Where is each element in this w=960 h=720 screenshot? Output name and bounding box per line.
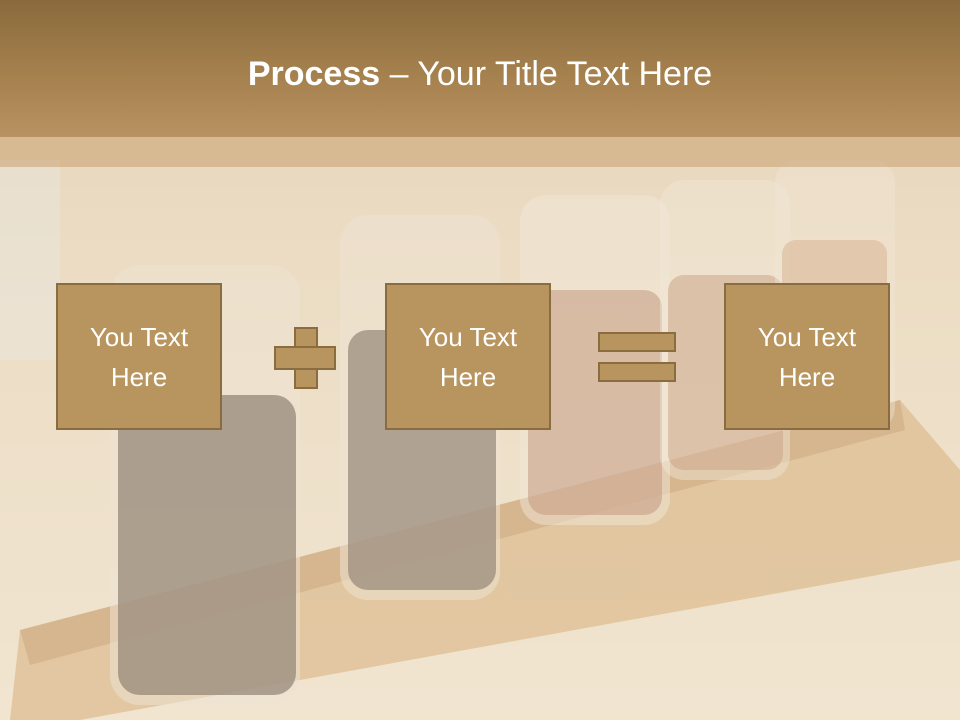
- equals-icon-top: [598, 332, 676, 352]
- title-band-shadow: [0, 137, 960, 167]
- process-box-2[interactable]: You Text Here: [385, 283, 551, 430]
- title-rest: – Your Title Text Here: [380, 55, 713, 93]
- process-box-2-label: You Text Here: [418, 321, 518, 392]
- plus-icon-center: [296, 348, 316, 368]
- process-box-3-label: You Text Here: [757, 321, 857, 392]
- slide-title: Process – Your Title Text Here: [0, 52, 960, 96]
- process-box-1[interactable]: You Text Here: [56, 283, 222, 430]
- process-box-1-label: You Text Here: [89, 321, 189, 392]
- title-bold: Process: [247, 55, 381, 93]
- title-band: [0, 0, 960, 137]
- equals-icon-bottom: [598, 362, 676, 382]
- process-box-3[interactable]: You Text Here: [724, 283, 890, 430]
